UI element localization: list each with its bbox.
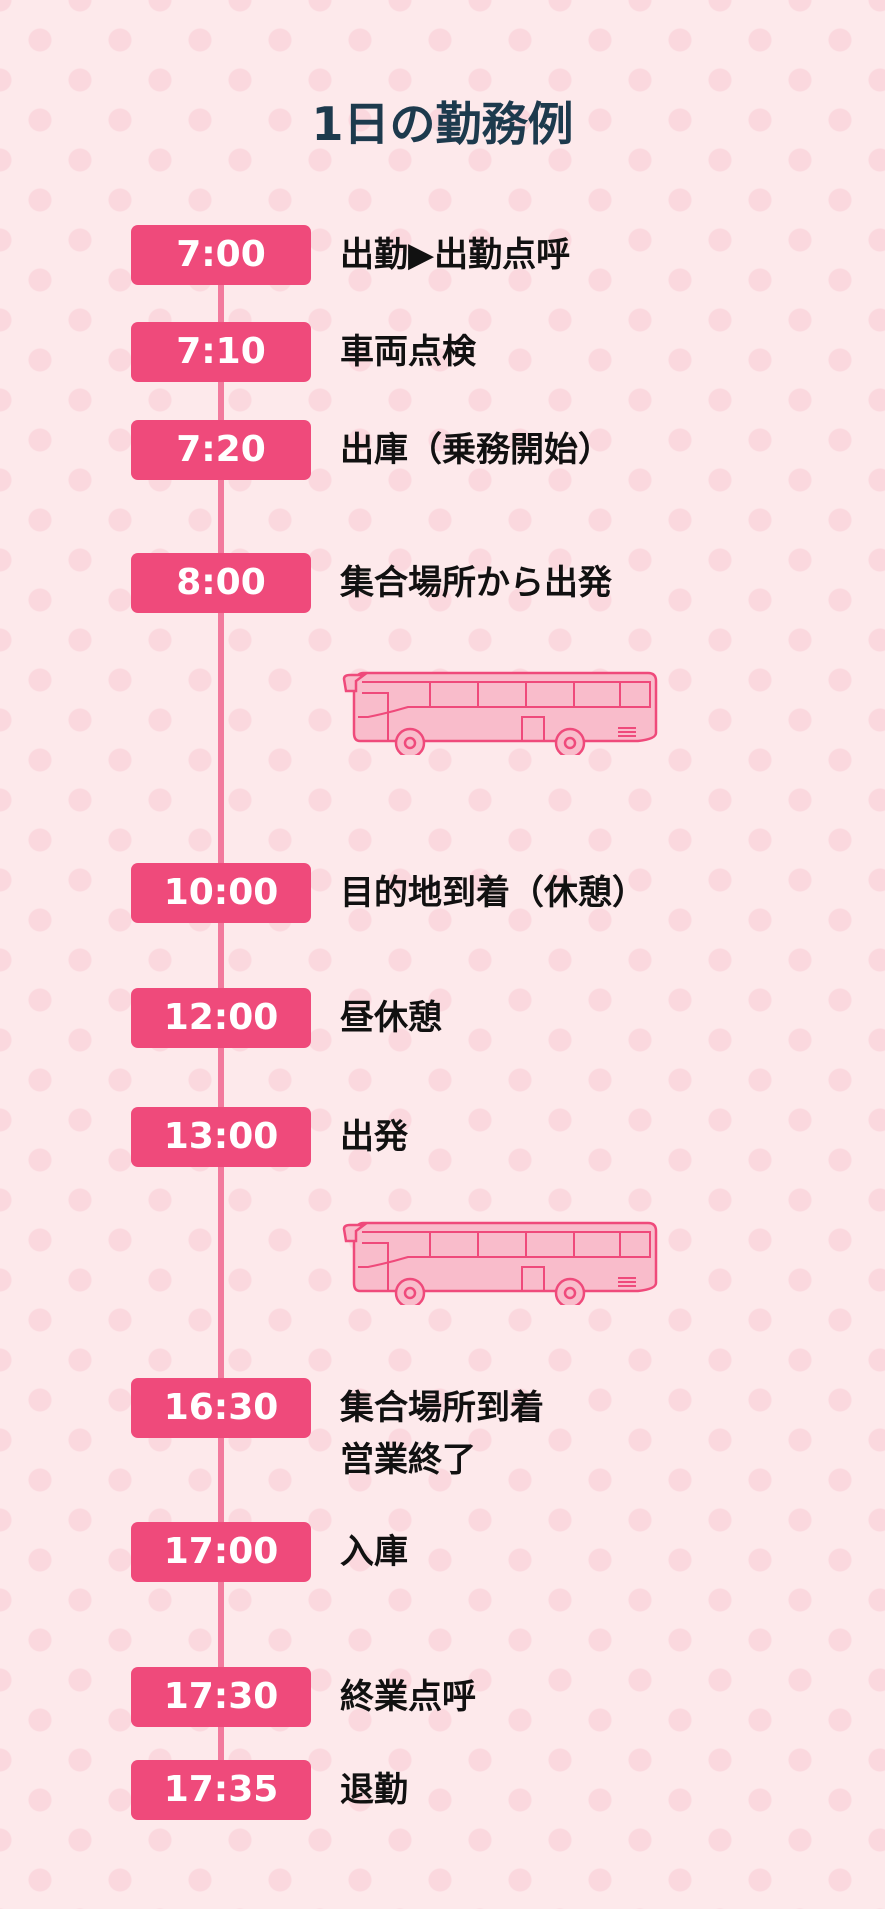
timeline-label: 出庫（乗務開始） (340, 430, 612, 470)
time-badge: 17:35 (131, 1760, 311, 1820)
bus-icon (342, 1221, 658, 1305)
time-badge: 10:00 (131, 863, 311, 923)
time-badge: 7:20 (131, 420, 311, 480)
timeline-label-secondary: 営業終了 (340, 1440, 476, 1480)
page-title: 1日の勤務例 (311, 97, 574, 151)
timeline-label: 車両点検 (340, 332, 476, 372)
timeline-label: 出発 (340, 1117, 408, 1157)
time-badge: 17:00 (131, 1522, 311, 1582)
timeline-label: 集合場所から出発 (340, 563, 612, 603)
timeline-label: 終業点呼 (340, 1677, 476, 1717)
timeline-label: 目的地到着（休憩） (340, 873, 646, 913)
bus-icon (342, 671, 658, 755)
time-badge: 7:10 (131, 322, 311, 382)
time-badge: 7:00 (131, 225, 311, 285)
time-badge: 17:30 (131, 1667, 311, 1727)
time-badge: 12:00 (131, 988, 311, 1048)
time-badge: 8:00 (131, 553, 311, 613)
timeline-label: 昼休憩 (340, 998, 442, 1038)
timeline-label: 集合場所到着 (340, 1388, 544, 1428)
time-badge: 16:30 (131, 1378, 311, 1438)
timeline-label: 入庫 (340, 1532, 408, 1572)
time-badge: 13:00 (131, 1107, 311, 1167)
timeline-label: 退勤 (340, 1770, 408, 1810)
timeline-label: 出勤▶出勤点呼 (340, 235, 571, 275)
